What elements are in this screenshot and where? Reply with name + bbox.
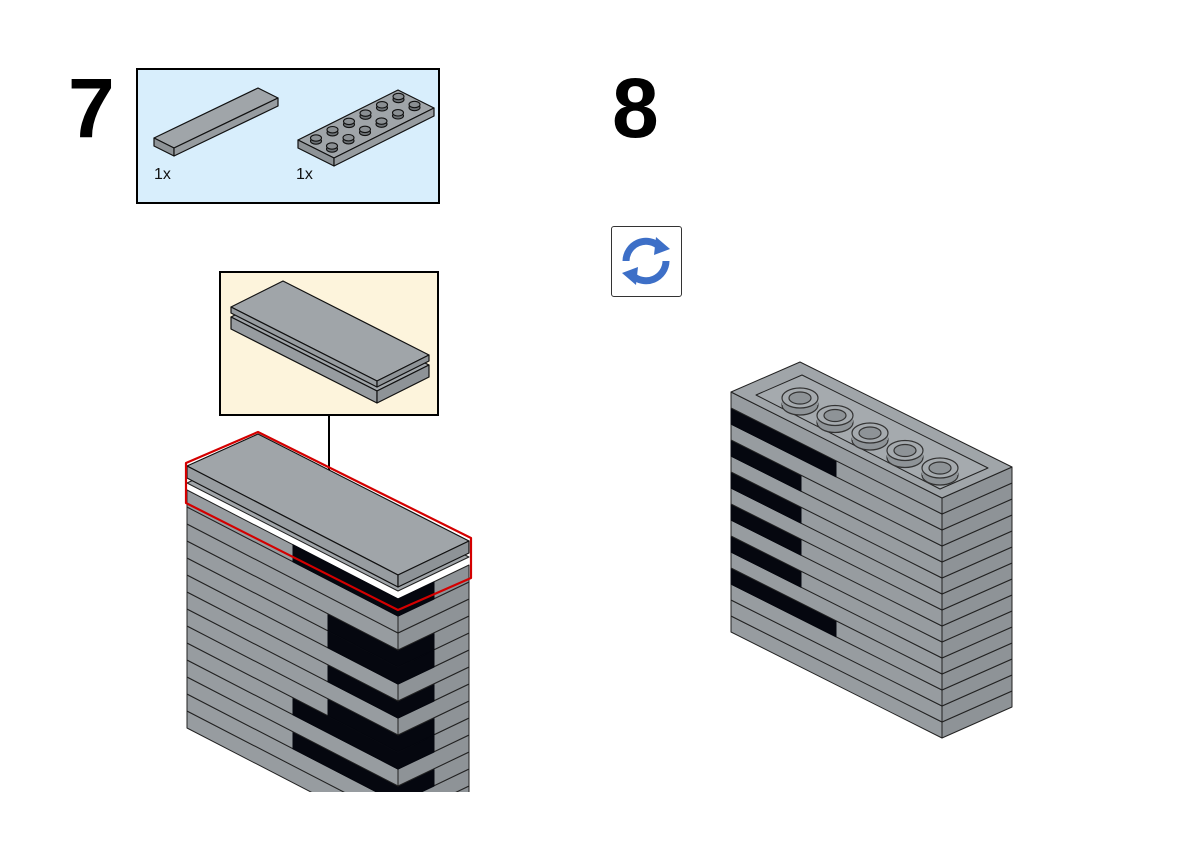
plate-quantity: 1x	[296, 166, 313, 183]
parts-list-panel: 1x 1x	[136, 68, 440, 204]
step-8-number: 8	[612, 61, 659, 155]
new-part-highlight	[184, 430, 473, 612]
rotate-model-icon	[611, 226, 682, 297]
callout-subassembly-image	[230, 280, 430, 404]
tile-1x4-image	[153, 87, 279, 157]
callout-panel	[219, 271, 439, 416]
step-7-number: 7	[68, 61, 115, 155]
plate-2x6-image	[297, 89, 435, 167]
tile-quantity: 1x	[154, 166, 171, 183]
